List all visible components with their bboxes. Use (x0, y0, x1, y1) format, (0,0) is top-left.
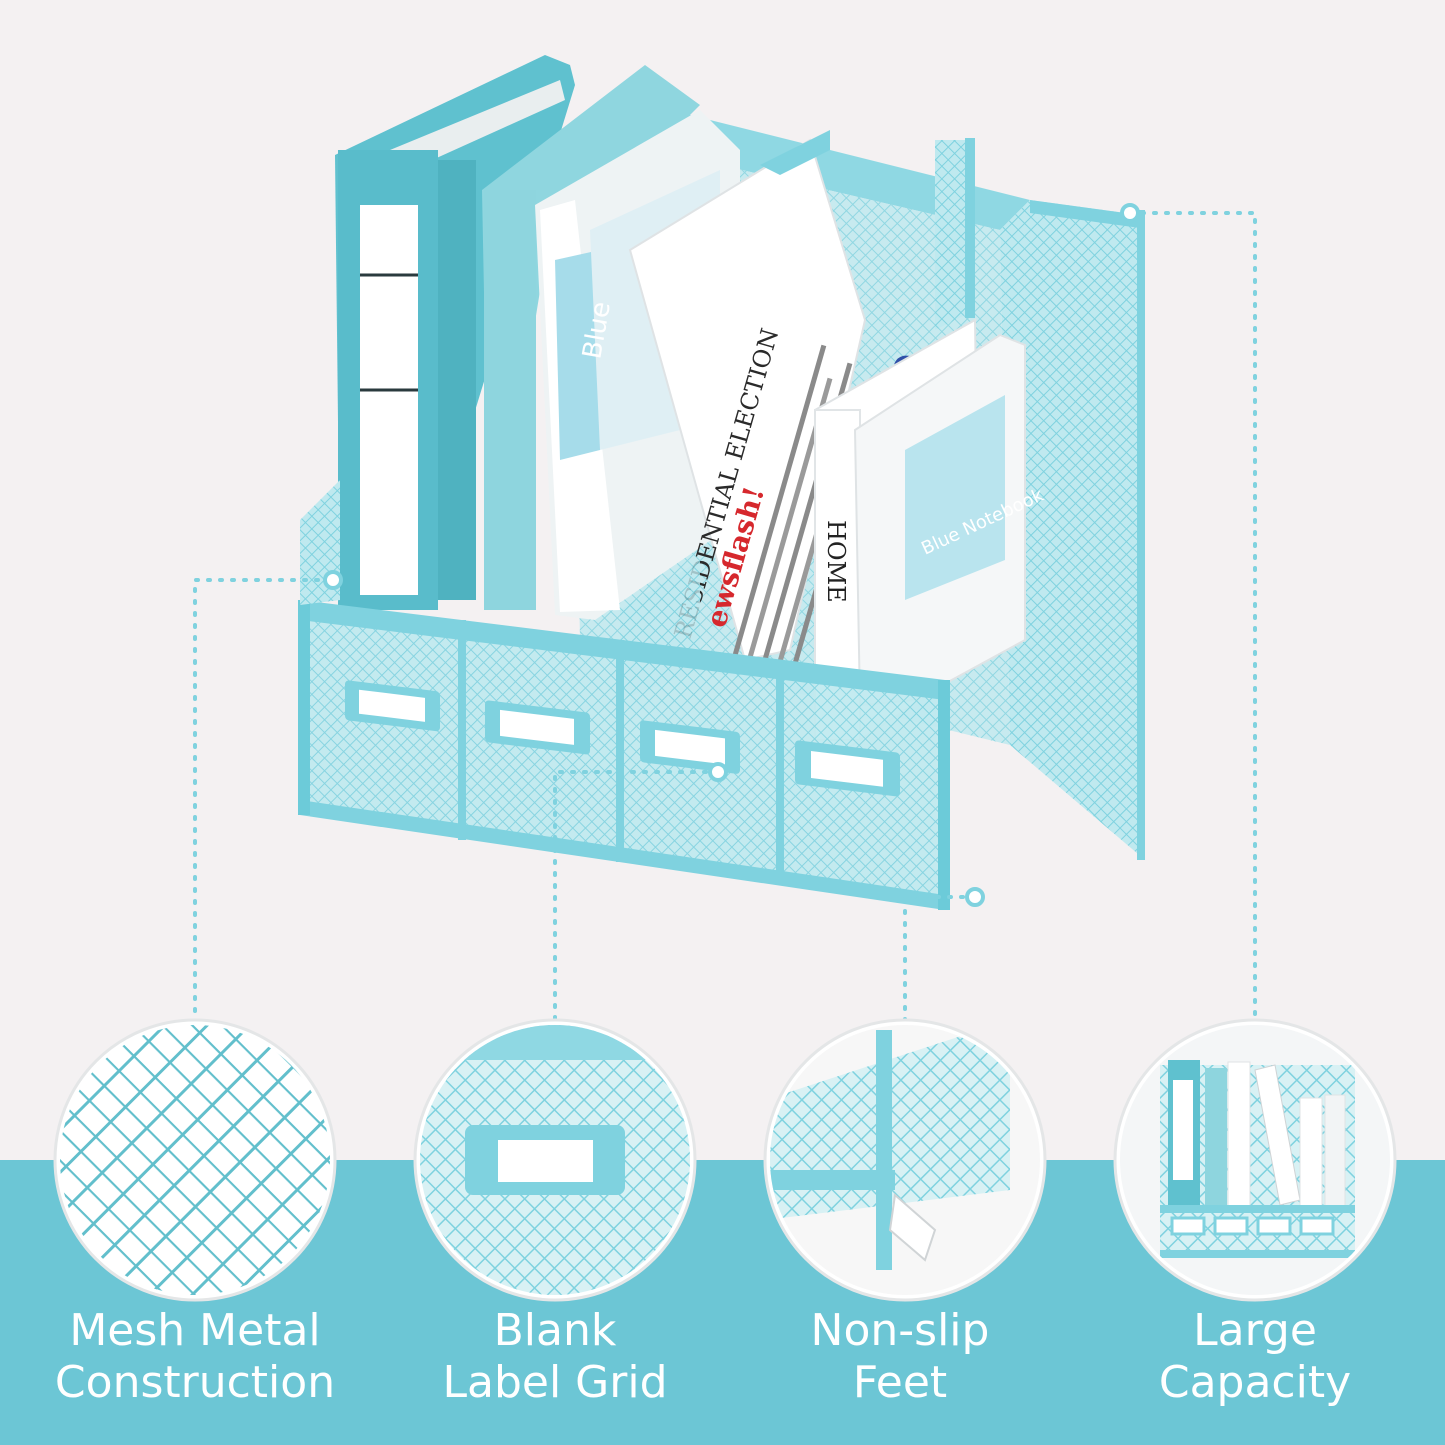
caption-mesh-metal: Mesh Metal Construction (15, 1305, 375, 1409)
caption-line1: Non-slip (810, 1305, 990, 1356)
label-holders (345, 680, 900, 797)
caption-line2: Label Grid (442, 1357, 668, 1408)
binder-dark-teal (335, 55, 575, 610)
caption-line2: Capacity (1158, 1357, 1352, 1408)
detail-circle-label (413, 1018, 697, 1302)
caption-line1: Mesh Metal (69, 1305, 321, 1356)
detail-circle-capacity (1113, 1018, 1397, 1302)
detail-circle-mesh (53, 1018, 337, 1302)
caption-non-slip: Non-slip Feet (720, 1305, 1080, 1409)
notebook-blue: Blue Notebook (853, 333, 1047, 707)
caption-line2: Construction (54, 1357, 336, 1408)
caption-line2: Feet (852, 1357, 948, 1408)
callout-lines (193, 211, 1257, 1022)
detail-circle-feet (763, 1018, 1047, 1302)
organizer-front (298, 480, 950, 910)
caption-line1: Blank (493, 1305, 617, 1356)
callout-dots (323, 203, 1140, 907)
caption-blank-label: Blank Label Grid (375, 1305, 735, 1409)
caption-large-capacity: Large Capacity (1075, 1305, 1435, 1409)
home-spine-text: HOME (822, 520, 850, 603)
binder-light-teal (482, 65, 700, 610)
caption-line1: Large (1193, 1305, 1317, 1356)
